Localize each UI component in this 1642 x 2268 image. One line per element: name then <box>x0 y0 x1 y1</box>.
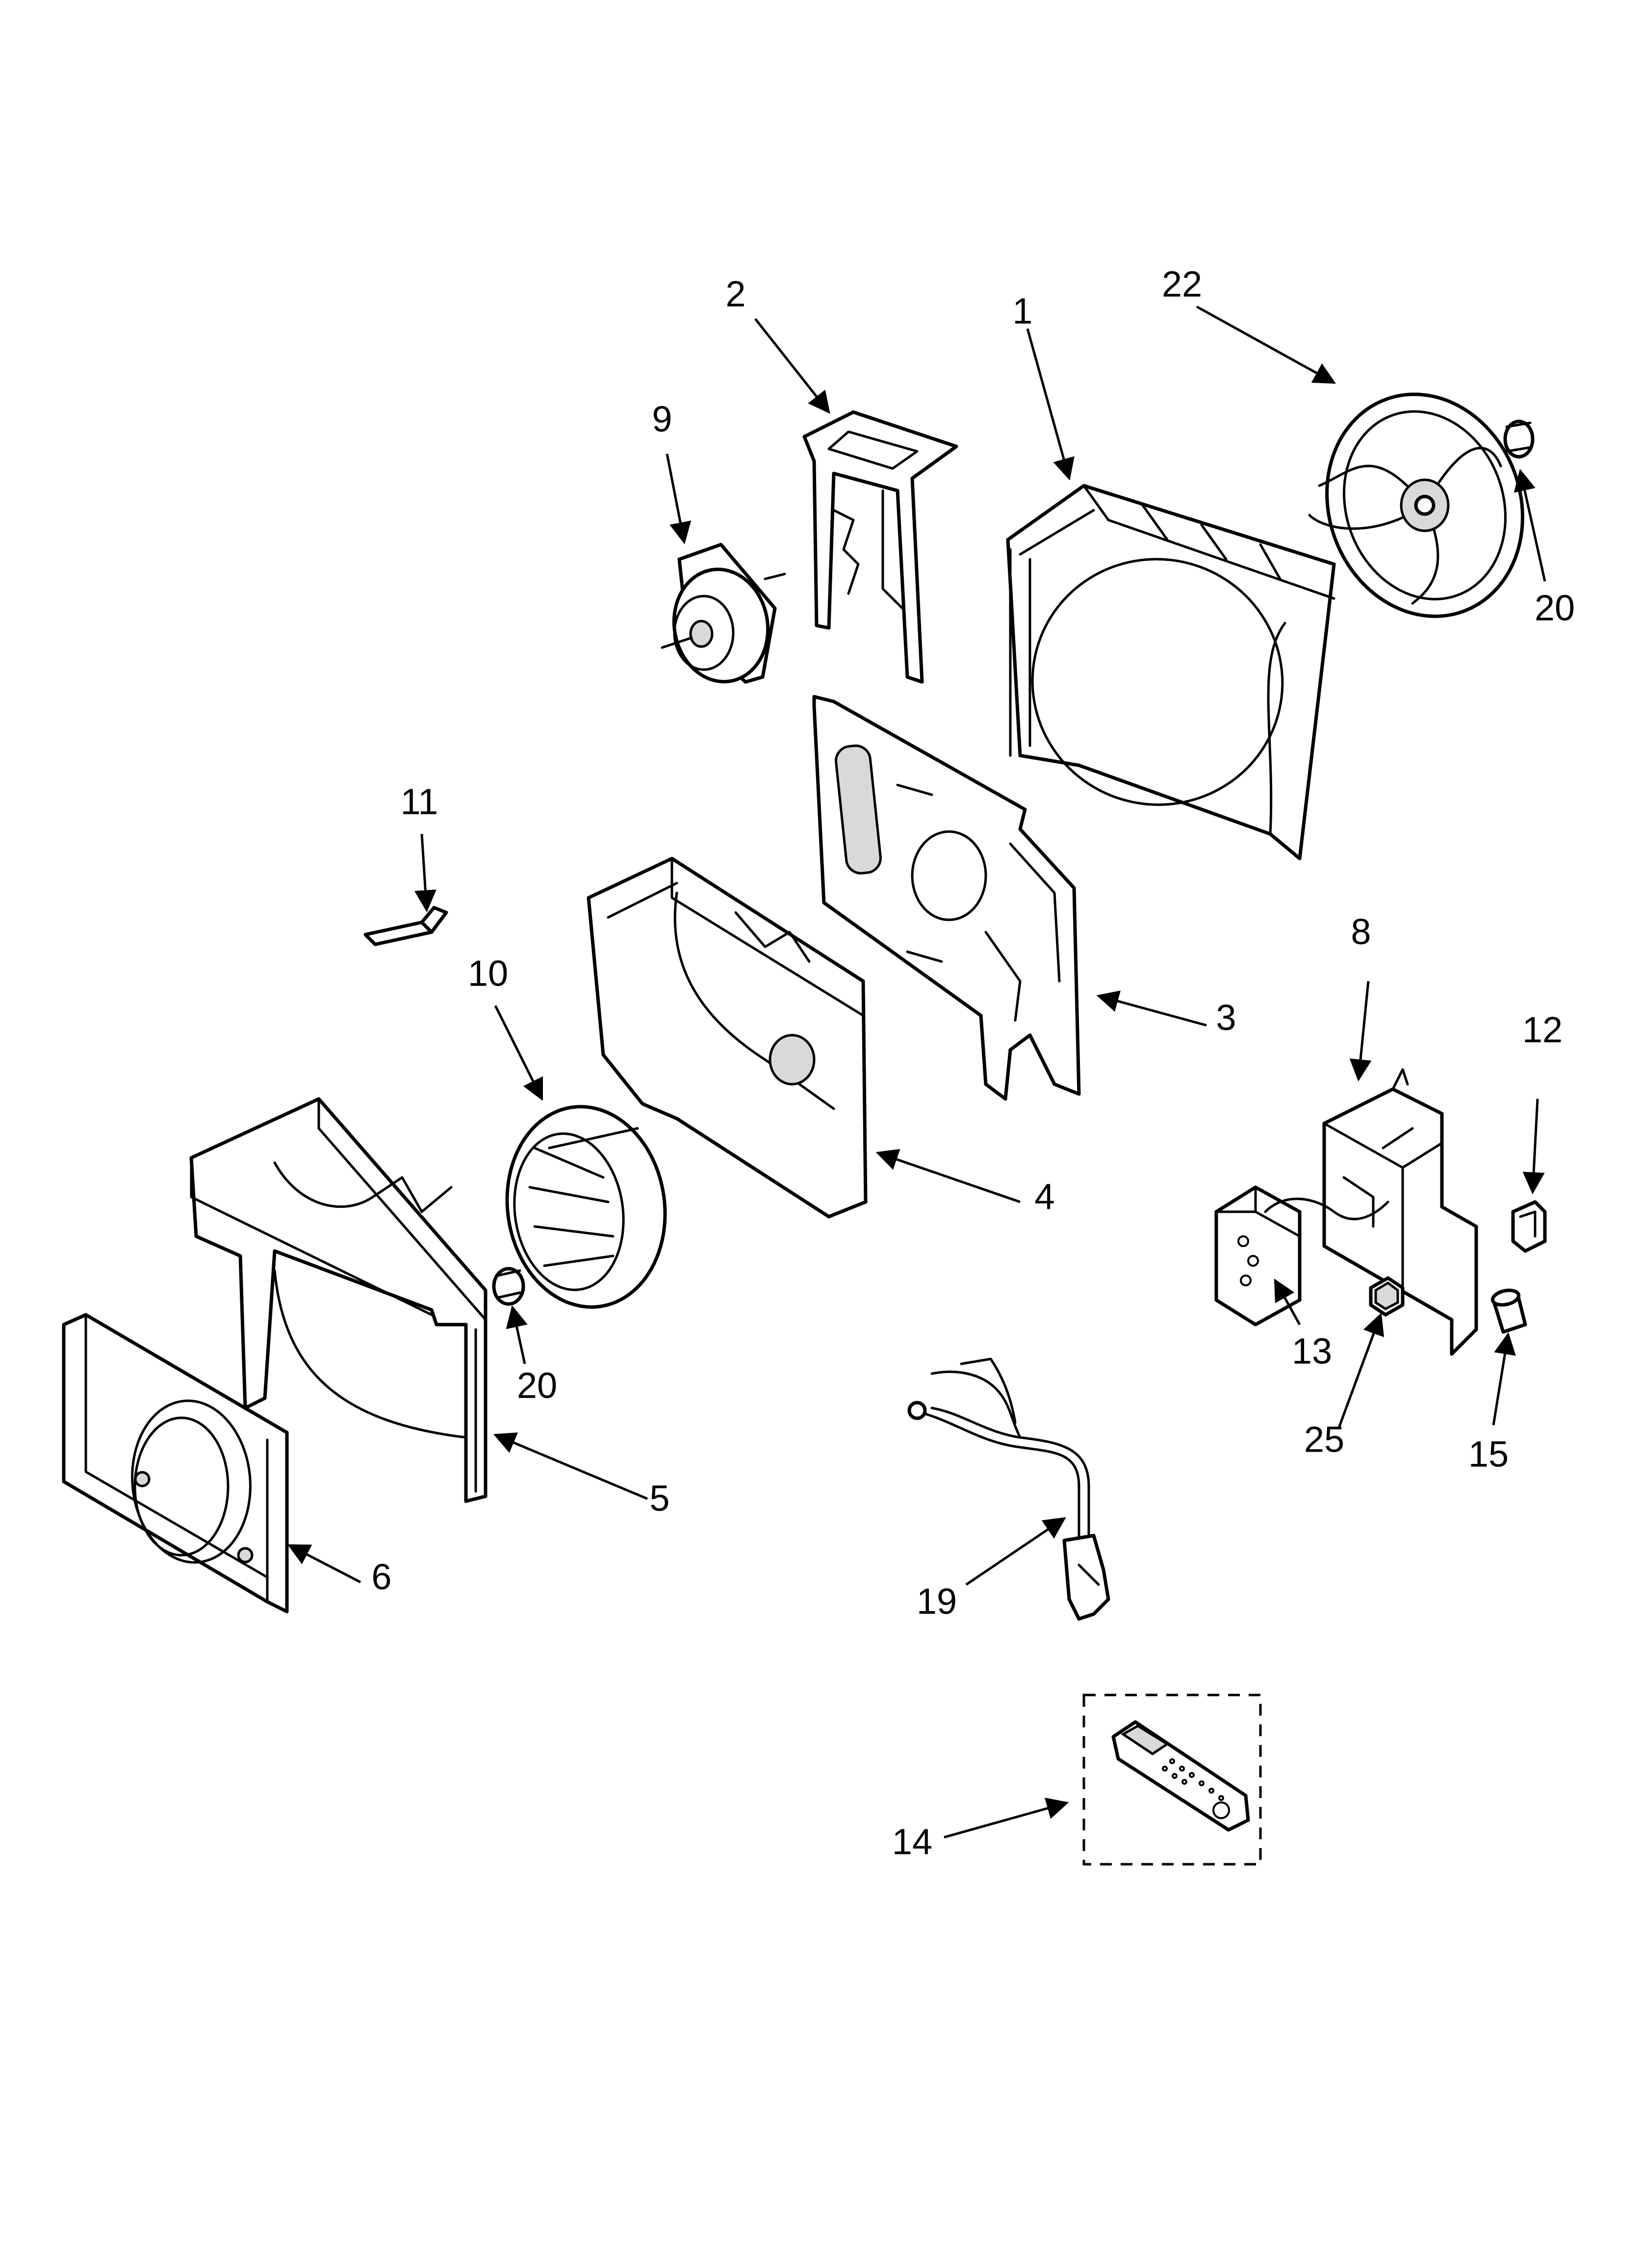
callout-12: 12 <box>1522 1010 1563 1050</box>
leader-10 <box>494 1005 543 1101</box>
part-15-capacitor <box>1490 1288 1527 1334</box>
part-14-remote-control <box>1082 1694 1262 1866</box>
callout-9: 9 <box>652 399 672 440</box>
callout-13: 13 <box>1292 1331 1332 1372</box>
leader-12 <box>1522 1098 1545 1195</box>
callout-4: 4 <box>1034 1176 1054 1217</box>
part-9-fan-motor <box>661 543 786 684</box>
callout-6: 6 <box>371 1557 391 1597</box>
leader-20-upper <box>1514 469 1546 582</box>
callout-15: 15 <box>1468 1434 1509 1475</box>
leader-lines <box>287 305 1546 1839</box>
part-22-condenser-fan-blade <box>1308 392 1524 618</box>
leader-4 <box>875 1148 1021 1203</box>
part-20-clip-lower <box>492 1267 525 1306</box>
part-20-clip-upper <box>1503 419 1535 459</box>
callout-8: 8 <box>1351 912 1371 952</box>
leader-14 <box>944 1798 1069 1839</box>
callout-2: 2 <box>725 274 745 314</box>
callout-20-upper: 20 <box>1535 588 1575 628</box>
callout-labels: 1 2 3 4 5 6 8 9 10 11 12 13 14 15 19 20 … <box>371 264 1575 1862</box>
part-11-thermistor <box>363 906 448 946</box>
part-12-relay <box>1511 1200 1547 1253</box>
leader-6 <box>287 1544 361 1584</box>
leader-25 <box>1337 1312 1385 1428</box>
leader-9 <box>666 453 692 545</box>
leader-2 <box>754 318 830 414</box>
leader-3 <box>1096 990 1207 1027</box>
callout-5: 5 <box>649 1478 669 1519</box>
part-3-partition-panel <box>812 695 1081 1101</box>
leader-8 <box>1349 981 1372 1082</box>
callout-22: 22 <box>1162 264 1202 305</box>
leader-19 <box>965 1517 1066 1586</box>
part-8-control-box <box>1322 1068 1478 1356</box>
part-2-motor-bracket <box>802 410 958 684</box>
callout-10: 10 <box>468 953 508 994</box>
leader-1 <box>1026 328 1075 481</box>
part-19-power-cord <box>907 1357 1110 1621</box>
leader-11 <box>414 834 436 912</box>
callout-3: 3 <box>1216 997 1236 1038</box>
callout-25: 25 <box>1304 1419 1344 1460</box>
leader-13 <box>1274 1278 1301 1326</box>
callout-11: 11 <box>401 782 438 822</box>
part-4-blower-housing <box>587 857 868 1219</box>
part-5-front-duct <box>189 1097 487 1503</box>
leader-5 <box>493 1432 648 1500</box>
part-6-front-panel <box>62 1313 289 1614</box>
part-10-blower-wheel <box>505 1105 667 1309</box>
callout-20-lower: 20 <box>517 1365 557 1406</box>
leader-20-lower <box>506 1305 528 1364</box>
callout-14: 14 <box>892 1822 932 1862</box>
part-25-switch <box>1369 1276 1405 1317</box>
part-1-condenser-shroud <box>1006 484 1336 860</box>
callout-1: 1 <box>1012 291 1032 332</box>
leader-15 <box>1492 1332 1516 1426</box>
callout-19: 19 <box>917 1581 957 1622</box>
leader-22 <box>1196 305 1336 384</box>
